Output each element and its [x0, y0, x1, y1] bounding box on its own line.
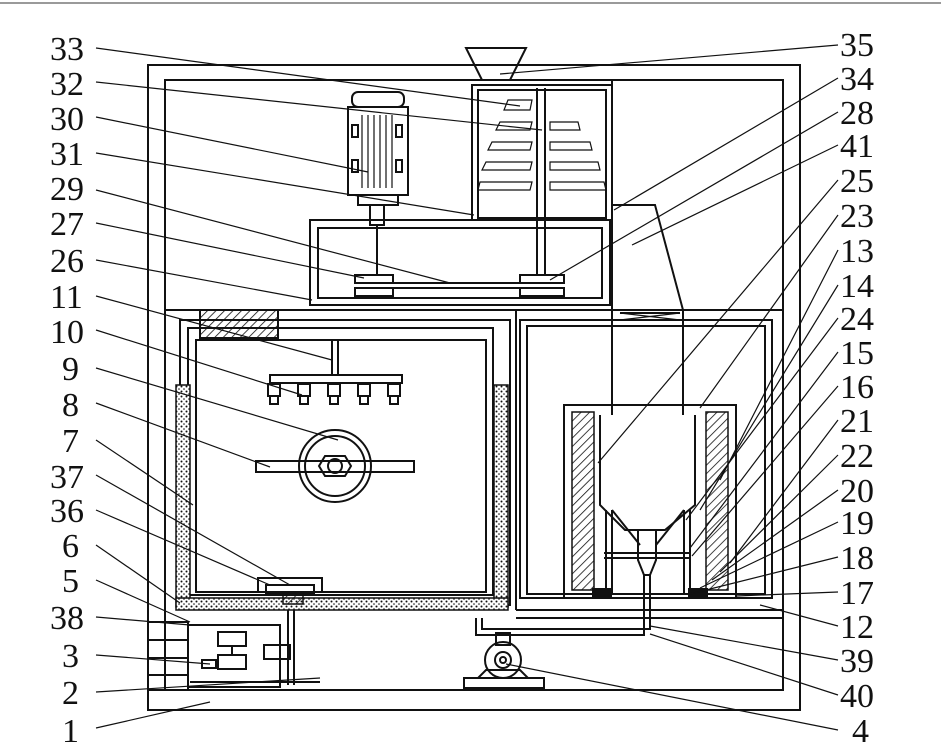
label-8: 8 — [62, 387, 79, 424]
label-39: 39 — [840, 643, 874, 680]
motor — [348, 92, 408, 275]
label-36: 36 — [50, 493, 84, 530]
label-3: 3 — [62, 638, 79, 675]
label-7: 7 — [62, 423, 79, 460]
label-18: 18 — [840, 540, 874, 577]
label-12: 12 — [840, 609, 874, 646]
label-32: 32 — [50, 66, 84, 103]
label-19: 19 — [840, 505, 874, 542]
number-labels-left: 33 32 30 31 29 27 26 11 10 9 8 7 37 36 6… — [50, 31, 84, 750]
label-40: 40 — [840, 678, 874, 715]
label-5: 5 — [62, 563, 79, 600]
label-15: 15 — [840, 335, 874, 372]
label-6: 6 — [62, 528, 79, 565]
label-1: 1 — [62, 713, 79, 750]
rotary-wheel — [256, 430, 414, 502]
label-4: 4 — [852, 713, 869, 750]
number-labels-right: 35 34 28 41 25 23 13 14 24 15 16 21 22 2… — [840, 27, 874, 750]
label-27: 27 — [50, 206, 84, 243]
outlet-pipe-and-pump — [464, 618, 650, 688]
label-28: 28 — [840, 95, 874, 132]
label-33: 33 — [50, 31, 84, 68]
label-16: 16 — [840, 369, 874, 406]
label-10: 10 — [50, 314, 84, 351]
drive-compartment — [165, 220, 783, 310]
label-13: 13 — [840, 233, 874, 270]
label-24: 24 — [840, 301, 874, 338]
label-9: 9 — [62, 351, 79, 388]
label-2: 2 — [62, 675, 79, 712]
label-37: 37 — [50, 459, 84, 496]
leader-lines-right — [500, 45, 838, 730]
label-25: 25 — [840, 163, 874, 200]
right-chamber — [516, 313, 783, 630]
label-31: 31 — [50, 136, 84, 173]
label-26: 26 — [50, 243, 84, 280]
label-11: 11 — [50, 279, 83, 316]
label-17: 17 — [840, 575, 874, 612]
label-34: 34 — [840, 61, 874, 98]
label-35: 35 — [840, 27, 874, 64]
label-30: 30 — [50, 101, 84, 138]
label-22: 22 — [840, 438, 874, 475]
label-21: 21 — [840, 403, 874, 440]
label-14: 14 — [840, 268, 874, 305]
label-41: 41 — [840, 128, 874, 165]
label-23: 23 — [840, 198, 874, 235]
outer-housing — [148, 65, 800, 710]
label-29: 29 — [50, 171, 84, 208]
label-38: 38 — [50, 600, 84, 637]
spray-head — [268, 340, 402, 404]
